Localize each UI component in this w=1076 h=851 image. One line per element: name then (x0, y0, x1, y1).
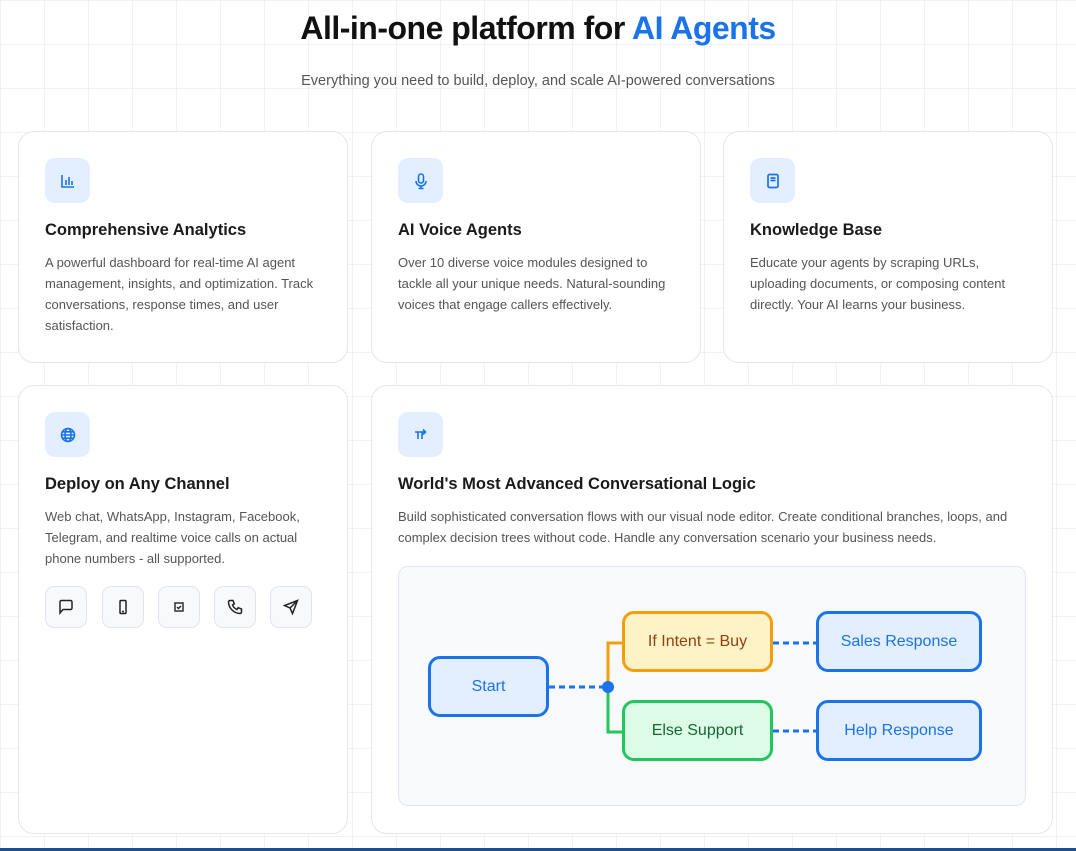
mobile-icon[interactable] (102, 586, 144, 628)
card-title: Comprehensive Analytics (45, 221, 247, 239)
feature-card-logic: World's Most Advanced Conversational Log… (371, 385, 1053, 834)
feature-card-channels: Deploy on Any Channel Web chat, WhatsApp… (18, 385, 348, 834)
book-icon (750, 158, 795, 203)
send-icon[interactable] (270, 586, 312, 628)
flow-node-help-response[interactable]: Help Response (816, 700, 982, 761)
flow-node-if-intent[interactable]: If Intent = Buy (622, 611, 773, 672)
card-description: Build sophisticated conversation flows w… (398, 509, 1008, 545)
feature-card-knowledge: Knowledge Base Educate your agents by sc… (723, 131, 1053, 363)
flow-diagram: Start If Intent = Buy Else Support Sales… (398, 566, 1026, 806)
page-subtitle: Everything you need to build, deploy, an… (301, 73, 775, 89)
page-title: All-in-one platform for AI Agents (300, 10, 776, 46)
globe-icon (45, 412, 90, 457)
phone-icon[interactable] (214, 586, 256, 628)
card-title: Deploy on Any Channel (45, 475, 230, 493)
card-title: Knowledge Base (750, 221, 883, 239)
card-description: Educate your agents by scraping URLs, up… (750, 255, 1006, 312)
flow-node-sales-response[interactable]: Sales Response (816, 611, 982, 672)
card-description: A powerful dashboard for real-time AI ag… (45, 255, 314, 333)
card-description: Over 10 diverse voice modules designed t… (398, 255, 666, 312)
feature-card-analytics: Comprehensive Analytics A powerful dashb… (18, 131, 348, 363)
card-description: Web chat, WhatsApp, Instagram, Facebook,… (45, 509, 300, 566)
branch-arrow-icon (398, 412, 443, 457)
chat-icon[interactable] (45, 586, 87, 628)
inbox-icon[interactable] (158, 586, 200, 628)
card-title: AI Voice Agents (398, 221, 522, 239)
microphone-icon (398, 158, 443, 203)
flow-node-start[interactable]: Start (428, 656, 549, 717)
flow-node-else-support[interactable]: Else Support (622, 700, 773, 761)
card-title: World's Most Advanced Conversational Log… (398, 475, 756, 493)
feature-card-voice: AI Voice Agents Over 10 diverse voice mo… (371, 131, 701, 363)
bottom-divider (0, 848, 1076, 851)
flow-connectors (549, 641, 817, 734)
bar-chart-icon (45, 158, 90, 203)
